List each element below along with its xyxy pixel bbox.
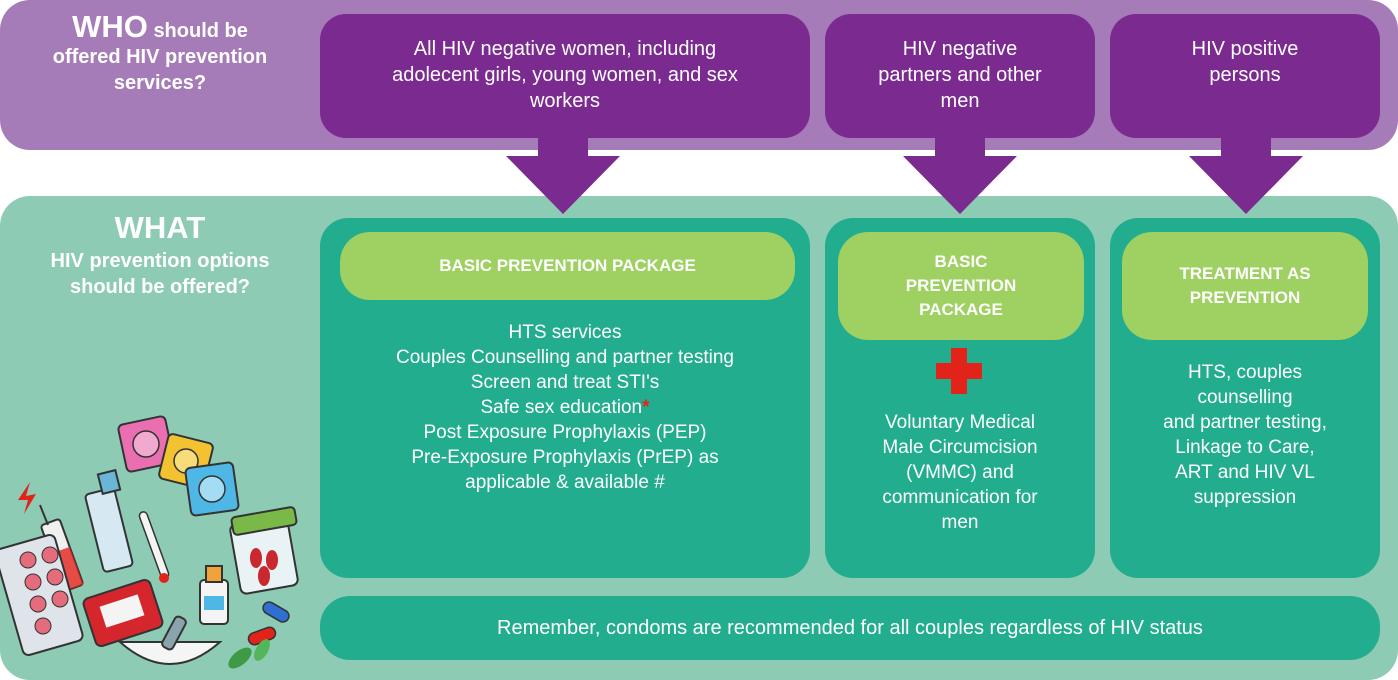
condom-reminder-bar: Remember, condoms are recommended for al… xyxy=(320,596,1380,660)
panel-line: Voluntary Medical xyxy=(885,412,1035,433)
panel-line: Pre-Exposure Prophylaxis (PrEP) as xyxy=(411,447,719,468)
panel-line: Post Exposure Prophylaxis (PEP) xyxy=(423,422,707,443)
ointment-tube-icon xyxy=(84,468,134,573)
what-heading-big: WHAT xyxy=(114,210,206,245)
panel-basic-women-text: HTS services Couples Counselling and par… xyxy=(330,320,800,495)
panel-basic-men-text: Voluntary Medical Male Circumcision (VMM… xyxy=(835,410,1085,535)
pill-line: PREVENTION xyxy=(1189,288,1301,307)
panel-line: Couples Counselling and partner testing xyxy=(396,347,734,368)
who-box-men: HIV negative partners and other men xyxy=(825,14,1095,138)
who-heading-rest-2: offered HIV prevention xyxy=(52,46,268,68)
pill-line: PACKAGE xyxy=(919,300,1003,319)
panel-line: Male Circumcision xyxy=(882,437,1038,458)
thermometer-icon xyxy=(138,511,170,583)
pill-line: BASIC xyxy=(934,252,988,271)
who-heading: WHO should be offered HIV prevention ser… xyxy=(20,11,300,96)
what-heading-sub-1: HIV prevention options xyxy=(50,250,270,272)
leaves-icon xyxy=(228,639,270,669)
panel-line: Safe sex education xyxy=(480,397,643,418)
panel-line: Screen and treat STI's xyxy=(470,372,660,393)
dropper-bottle-icon xyxy=(199,565,229,625)
medicine-box-icon xyxy=(82,578,164,648)
panel-line: HTS, couples xyxy=(1187,362,1303,383)
down-arrow-icon xyxy=(903,136,1017,214)
who-box-line: All HIV negative women, including xyxy=(413,38,717,60)
pill-line: PREVENTION xyxy=(905,276,1017,295)
panel-line: men xyxy=(941,512,979,533)
pill-line: TREATMENT AS xyxy=(1179,264,1311,283)
panel-line: ART and HIV VL xyxy=(1175,462,1315,483)
who-heading-rest-3: services? xyxy=(113,72,207,94)
who-box-line: persons xyxy=(1209,64,1281,86)
who-heading-big: WHO xyxy=(72,9,148,44)
panel-line: communication for xyxy=(882,487,1038,508)
mortar-icon xyxy=(117,615,223,665)
who-box-line: adolecent girls, young women, and sex xyxy=(392,64,738,86)
condom-packets-icon xyxy=(117,415,240,517)
who-box-women: All HIV negative women, including adolec… xyxy=(320,14,810,138)
what-heading-sub-2: should be offered? xyxy=(70,276,250,298)
pill-blister-icon xyxy=(0,534,84,656)
who-box-line: workers xyxy=(529,90,600,112)
asterisk-mark: * xyxy=(642,397,650,418)
pill-treatment-as-prevention: TREATMENT AS PREVENTION xyxy=(1122,232,1368,340)
panel-treatment-text: HTS, couples counselling and partner tes… xyxy=(1120,360,1370,510)
panel-line: and partner testing, xyxy=(1163,412,1327,433)
capsules-icon xyxy=(247,601,290,646)
pill-jar-icon xyxy=(229,506,299,595)
panel-line: Linkage to Care, xyxy=(1175,437,1315,458)
what-heading: WHAT HIV prevention options should be of… xyxy=(20,208,300,300)
panel-line: (VMMC) and xyxy=(906,462,1014,483)
down-arrow-icon xyxy=(1189,136,1303,214)
pill-basic-prevention: BASIC PREVENTION PACKAGE xyxy=(340,232,795,300)
panel-line: suppression xyxy=(1193,487,1297,508)
who-box-line: HIV negative xyxy=(902,38,1018,60)
panel-line: HTS services xyxy=(508,322,622,343)
panel-line: applicable & available # xyxy=(465,472,665,493)
plus-icon xyxy=(936,348,982,394)
who-box-line: HIV positive xyxy=(1191,38,1299,60)
medicine-illustration-icon xyxy=(0,415,299,669)
down-arrow-icon xyxy=(506,136,620,214)
who-box-line: men xyxy=(940,90,980,112)
sparkle-icon xyxy=(18,482,36,514)
who-heading-rest-1: should be xyxy=(153,20,248,42)
panel-line-with-asterisk: Safe sex education* xyxy=(330,395,800,420)
who-box-positive: HIV positive persons xyxy=(1110,14,1380,138)
pill-basic-prevention-men: BASIC PREVENTION PACKAGE xyxy=(838,232,1084,340)
who-box-line: partners and other xyxy=(878,64,1042,86)
panel-line: counselling xyxy=(1197,387,1293,408)
